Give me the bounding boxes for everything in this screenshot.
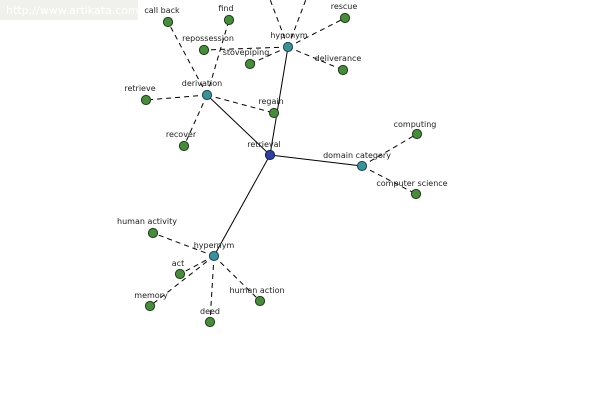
edge-retrieval-hyponym xyxy=(269,46,289,156)
node-derivation-marker[interactable] xyxy=(201,89,213,101)
watermark-url[interactable]: http://www.artikata.com xyxy=(6,4,139,17)
node-deed-label[interactable]: deed xyxy=(200,307,220,316)
node-layer: retrieval hyponym derivation domain categor… xyxy=(117,2,448,328)
node-stovepiping[interactable]: stovepiping xyxy=(223,48,270,70)
node-repossession-marker[interactable] xyxy=(198,44,210,56)
edge-retrieval-hypernym xyxy=(213,154,271,257)
node-computer-science[interactable]: computer science xyxy=(376,179,448,200)
edge-hypernym-memory xyxy=(149,255,215,307)
node-retrieval[interactable]: retrieval xyxy=(247,140,281,161)
node-find-marker[interactable] xyxy=(223,14,235,26)
node-retrieval-marker[interactable] xyxy=(264,149,276,161)
node-computing-label[interactable]: computing xyxy=(394,120,437,129)
node-repossession-label[interactable]: repossession xyxy=(182,34,234,43)
node-recover-label[interactable]: recover xyxy=(166,130,197,139)
edge-domain-category-computer-science xyxy=(361,165,417,195)
node-memory[interactable]: memory xyxy=(134,291,168,312)
watermark-bar: http://www.artikata.com xyxy=(0,0,139,20)
node-find-label[interactable]: find xyxy=(218,4,233,13)
node-regain-marker[interactable] xyxy=(268,107,280,119)
edge-derivation-find xyxy=(206,19,230,96)
edge-hypernym-human-action xyxy=(213,255,261,302)
node-rescue[interactable]: rescue xyxy=(331,2,358,24)
edge-hypernym-deed xyxy=(209,255,215,323)
node-repossession[interactable]: repossession xyxy=(182,34,234,56)
edge-retrieval-domain-category xyxy=(269,154,363,167)
edge-domain-category-computing xyxy=(361,133,418,167)
node-deliverance-marker[interactable] xyxy=(337,64,349,76)
node-human-action-marker[interactable] xyxy=(254,295,266,307)
edge-offscreen-1 xyxy=(269,0,289,48)
node-rescue-marker[interactable] xyxy=(339,12,351,24)
node-human-activity-label[interactable]: human activity xyxy=(117,217,177,226)
edge-retrieval-derivation xyxy=(206,94,271,156)
node-call-back-marker[interactable] xyxy=(162,16,174,28)
node-memory-label[interactable]: memory xyxy=(134,291,168,300)
node-find[interactable]: find xyxy=(218,4,235,26)
node-hyponym[interactable]: hyponym xyxy=(270,31,308,53)
edge-offscreen-2 xyxy=(287,0,307,48)
edge-derivation-retrieve xyxy=(145,94,208,101)
edge-hypernym-act xyxy=(179,255,215,275)
node-act-label[interactable]: act xyxy=(172,259,184,268)
node-act-marker[interactable] xyxy=(174,268,186,280)
node-retrieval-label[interactable]: retrieval xyxy=(247,140,280,149)
node-domain-category[interactable]: domain category xyxy=(323,151,391,172)
node-deliverance-label[interactable]: deliverance xyxy=(315,54,362,63)
node-hyponym-label[interactable]: hyponym xyxy=(270,31,308,40)
node-deed-marker[interactable] xyxy=(204,316,216,328)
node-call-back-label[interactable]: call back xyxy=(144,6,180,15)
edge-hypernym-human-activity xyxy=(152,232,215,257)
node-call-back[interactable]: call back xyxy=(144,6,180,28)
node-regain[interactable]: regain xyxy=(258,97,284,119)
node-human-activity[interactable]: human activity xyxy=(117,217,177,239)
node-hypernym-label[interactable]: hypernym xyxy=(194,241,235,250)
node-human-action[interactable]: human action xyxy=(229,286,285,307)
edge-derivation-recover xyxy=(183,94,208,147)
edge-derivation-call-back xyxy=(167,21,208,96)
node-computing-marker[interactable] xyxy=(411,128,423,140)
node-derivation[interactable]: derivation xyxy=(182,79,222,101)
node-hyponym-marker[interactable] xyxy=(282,41,294,53)
node-computer-science-label[interactable]: computer science xyxy=(376,179,447,188)
edge-layer xyxy=(145,0,418,323)
edge-derivation-regain xyxy=(206,94,275,114)
node-human-activity-marker[interactable] xyxy=(147,227,159,239)
node-stovepiping-marker[interactable] xyxy=(244,58,256,70)
node-domain-category-marker[interactable] xyxy=(356,160,368,172)
edge-hyponym-deliverance xyxy=(287,46,344,71)
node-recover[interactable]: recover xyxy=(166,130,197,152)
node-rescue-label[interactable]: rescue xyxy=(331,2,358,11)
node-derivation-label[interactable]: derivation xyxy=(182,79,222,88)
node-hypernym-marker[interactable] xyxy=(208,250,220,262)
node-retrieve-label[interactable]: retrieve xyxy=(124,84,155,93)
node-retrieve[interactable]: retrieve xyxy=(124,84,156,106)
node-recover-marker[interactable] xyxy=(178,140,190,152)
node-memory-marker[interactable] xyxy=(144,300,156,312)
node-deed[interactable]: deed xyxy=(200,307,220,328)
node-deliverance[interactable]: deliverance xyxy=(315,54,362,76)
node-act[interactable]: act xyxy=(172,259,186,280)
node-regain-label[interactable]: regain xyxy=(258,97,283,106)
node-human-action-label[interactable]: human action xyxy=(229,286,284,295)
node-computing[interactable]: computing xyxy=(394,120,437,140)
node-domain-category-label[interactable]: domain category xyxy=(323,151,391,160)
node-hypernym[interactable]: hypernym xyxy=(194,241,235,262)
node-retrieve-marker[interactable] xyxy=(140,94,152,106)
edge-hyponym-rescue xyxy=(287,17,346,48)
edge-hyponym-stovepiping xyxy=(249,46,289,65)
node-computer-science-marker[interactable] xyxy=(410,188,422,200)
node-stovepiping-label[interactable]: stovepiping xyxy=(223,48,270,57)
